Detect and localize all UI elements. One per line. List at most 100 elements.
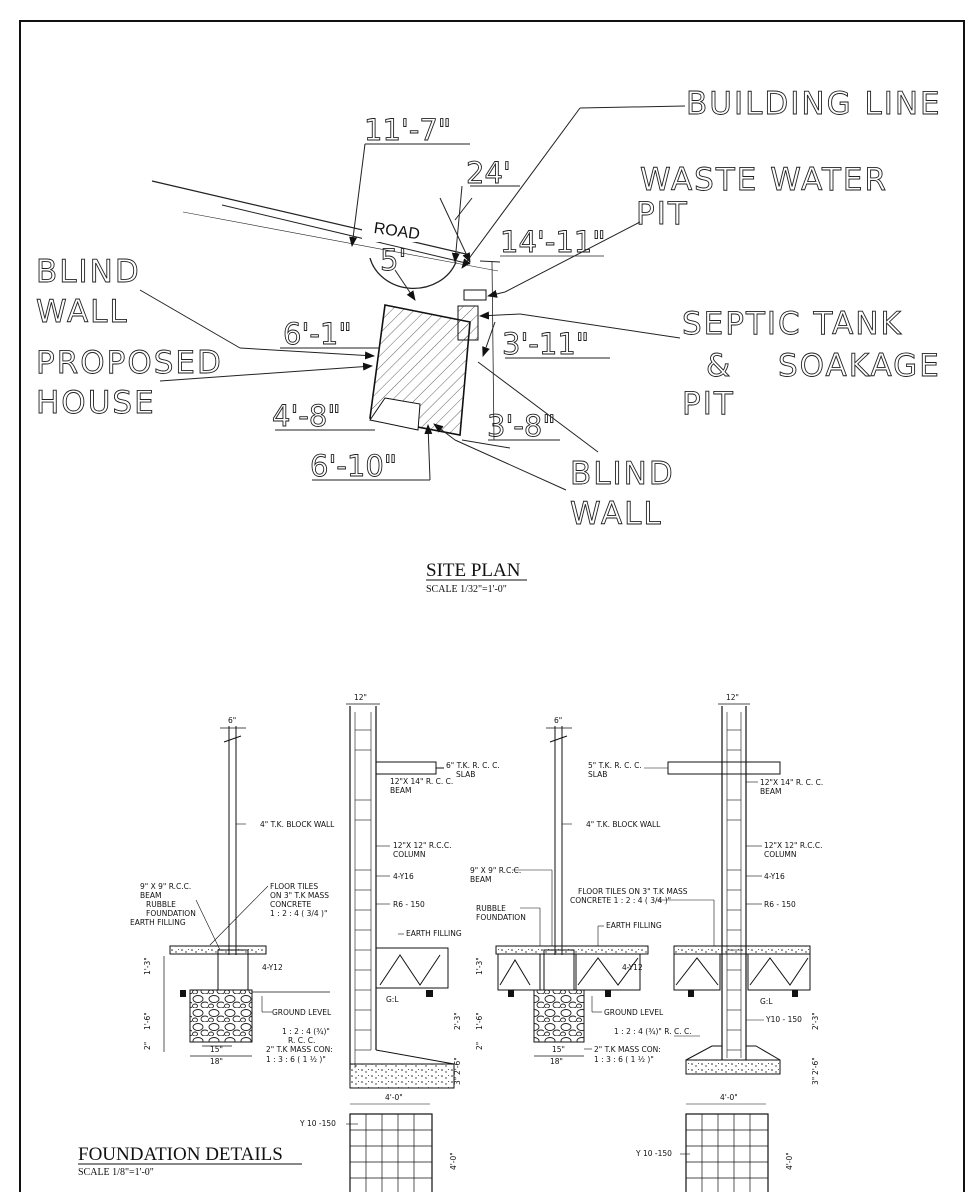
y16-b: 4-Y16 xyxy=(764,872,785,881)
dim-2-b: 2" xyxy=(475,1042,484,1050)
beam-12x14-b-1: 12"X 14" R. C. C. xyxy=(760,778,823,787)
gl-a: G:L xyxy=(386,995,399,1004)
dim-2-6-b: 2'-6" xyxy=(811,1057,820,1075)
y16-a: 4-Y16 xyxy=(393,872,414,881)
blind-wall-left-label-2: WALL xyxy=(36,294,129,330)
blind-wall-bottom-label-1: BLIND xyxy=(570,456,675,492)
y10-b: Y10 - 150 xyxy=(765,1015,802,1024)
floor-a-1: FLOOR TILES xyxy=(270,882,318,891)
dim-4-0-b-vert: 4'-0" xyxy=(785,1152,794,1170)
earth-filling-b: EARTH FILLING xyxy=(606,921,662,930)
beam-9x9-b-1: 9" X 9" R.C.C. xyxy=(470,866,521,875)
site-plan-title: SITE PLAN xyxy=(426,560,521,581)
dim-15-b: 15" xyxy=(552,1045,565,1054)
floor-a-4: 1 : 2 : 4 ( 3/4 )" xyxy=(270,909,327,918)
beam-12x14-b-2: BEAM xyxy=(760,787,782,796)
rcc-a-1: 1 : 2 : 4 (¾)" xyxy=(282,1027,330,1036)
dimension-3-11: 3'-11" xyxy=(502,327,589,361)
dim-18-b: 18" xyxy=(550,1057,563,1066)
r6-a: R6 - 150 xyxy=(393,900,425,909)
septic-tank-label-2: & xyxy=(706,348,732,384)
dimension-6-10: 6'-10" xyxy=(310,449,397,483)
beam-12x14-a-2: BEAM xyxy=(390,786,412,795)
footing-plan-b xyxy=(685,1113,769,1192)
beam-9x9-a-2: BEAM xyxy=(140,891,162,900)
site-plan: ROAD xyxy=(36,86,942,595)
mass-a-1: 2" T.K MASS CON: xyxy=(266,1045,333,1054)
col-12x12-a-1: 12"X 12" R.C.C. xyxy=(393,841,451,850)
blind-wall-bottom-label-2: WALL xyxy=(570,496,663,532)
foundation-title: FOUNDATION DETAILS xyxy=(78,1144,283,1165)
dimension-11-7: 11'-7" xyxy=(364,113,451,147)
dim-2-a: 2" xyxy=(143,1042,152,1050)
dim-6-a: 6" xyxy=(228,716,236,725)
beam-9x9-b-2: BEAM xyxy=(470,875,492,884)
gl-b: G:L xyxy=(760,997,773,1006)
dim-6-b: 6" xyxy=(554,716,562,725)
dimension-5: 5' xyxy=(380,243,406,277)
floor-a-2: ON 3" T.K MASS xyxy=(270,891,329,900)
dim-18-a: 18" xyxy=(210,1057,223,1066)
dim-4-0-b: 4'-0" xyxy=(720,1093,738,1102)
waste-water-label: WASTE WATER xyxy=(640,162,888,198)
foundation-detail-3: 6" 4" T.K. BLOCK WALL 9" X 9" R.C.C. BEA… xyxy=(470,716,715,1066)
dim-12-b: 12" xyxy=(726,693,739,702)
foundation-scale: SCALE 1/8"=1'-0" xyxy=(78,1167,154,1178)
dim-1-6-a: 1'-6" xyxy=(143,1012,152,1030)
septic-tank xyxy=(457,305,479,341)
waste-pit-label: PIT xyxy=(636,196,689,232)
dimension-14-11: 14'-11" xyxy=(500,225,606,259)
proposed-house-label-2: HOUSE xyxy=(36,385,156,421)
floor-b-1: FLOOR TILES ON 3" T.K MASS xyxy=(578,887,688,896)
y10-c: Y 10 -150 xyxy=(635,1149,672,1158)
septic-tank-label-4: PIT xyxy=(682,386,735,422)
dim-1-3-a: 1'-3" xyxy=(143,957,152,975)
dim-1-3-b: 1'-3" xyxy=(475,957,484,975)
slab-6-1: 6" T.K. R. C. C. xyxy=(446,761,500,770)
proposed-house-label-1: PROPOSED xyxy=(36,345,223,381)
col-12x12-a-2: COLUMN xyxy=(393,850,426,859)
building-line-label: BUILDING LINE xyxy=(686,86,942,122)
dim-15-a: 15" xyxy=(210,1045,223,1054)
y12-b: 4-Y12 xyxy=(622,963,643,972)
mass-b-2: 1 : 3 : 6 ( 1 ½ )" xyxy=(594,1055,654,1064)
dim-12-a: 12" xyxy=(354,693,367,702)
floor-a-3: CONCRETE xyxy=(270,900,312,909)
ground-level-b: GROUND LEVEL xyxy=(604,1008,664,1017)
col-12x12-b-1: 12"X 12" R.C.C. xyxy=(764,841,822,850)
slab-5-1: 5" T.K. R. C. C. xyxy=(588,761,642,770)
footing-plan-a xyxy=(349,1113,433,1192)
dimension-3-8: 3'-8" xyxy=(487,409,556,443)
rcc-b: 1 : 2 : 4 (¾)" R. C. C. xyxy=(614,1027,692,1036)
y10-a: Y 10 -150 xyxy=(299,1119,336,1128)
septic-tank-label-1: SEPTIC TANK xyxy=(682,306,903,342)
r6-b: R6 - 150 xyxy=(764,900,796,909)
dim-2-6-a: 2'-6" xyxy=(453,1057,462,1075)
rubble-b-2: FOUNDATION xyxy=(476,913,526,922)
foundation-detail-2: 12" 6" T.K. R. C. C. SLAB 12"X 14" R. C.… xyxy=(299,693,500,1192)
dim-2-3-a: 2'-3" xyxy=(453,1012,462,1030)
rubble-a-1: RUBBLE xyxy=(146,900,176,909)
dim-4-0-a: 4'-0" xyxy=(385,1093,403,1102)
foundation-details: 6" 9" X 9" R.C.C. BEAM RUBBLE FOUNDATION… xyxy=(78,693,823,1192)
earth-a: EARTH FILLING xyxy=(130,918,186,927)
dim-3-a: 3" xyxy=(453,1077,462,1085)
dim-2-3-b: 2'-3" xyxy=(811,1012,820,1030)
dim-4-0-a-vert: 4'-0" xyxy=(449,1152,458,1170)
slab-5-2: SLAB xyxy=(588,770,607,779)
rcc-a-2: R. C. C. xyxy=(288,1036,315,1045)
slab-6-2: SLAB xyxy=(456,770,475,779)
rubble-a-2: FOUNDATION xyxy=(146,909,196,918)
col-12x12-b-2: COLUMN xyxy=(764,850,797,859)
beam-12x14-a-1: 12"X 14" R. C. C. xyxy=(390,777,453,786)
ground-level-a: GROUND LEVEL xyxy=(272,1008,332,1017)
road-label: ROAD xyxy=(373,220,421,243)
rubble-b-1: RUBBLE xyxy=(476,904,506,913)
foundation-detail-1: 6" 9" X 9" R.C.C. BEAM RUBBLE FOUNDATION… xyxy=(130,716,335,1066)
dim-1-6-b: 1'-6" xyxy=(475,1012,484,1030)
dim-3-b: 3" xyxy=(811,1077,820,1085)
waste-pit xyxy=(463,289,487,301)
dimension-24: 24' xyxy=(466,156,511,190)
earth-filling-a: EARTH FILLING xyxy=(406,929,462,938)
